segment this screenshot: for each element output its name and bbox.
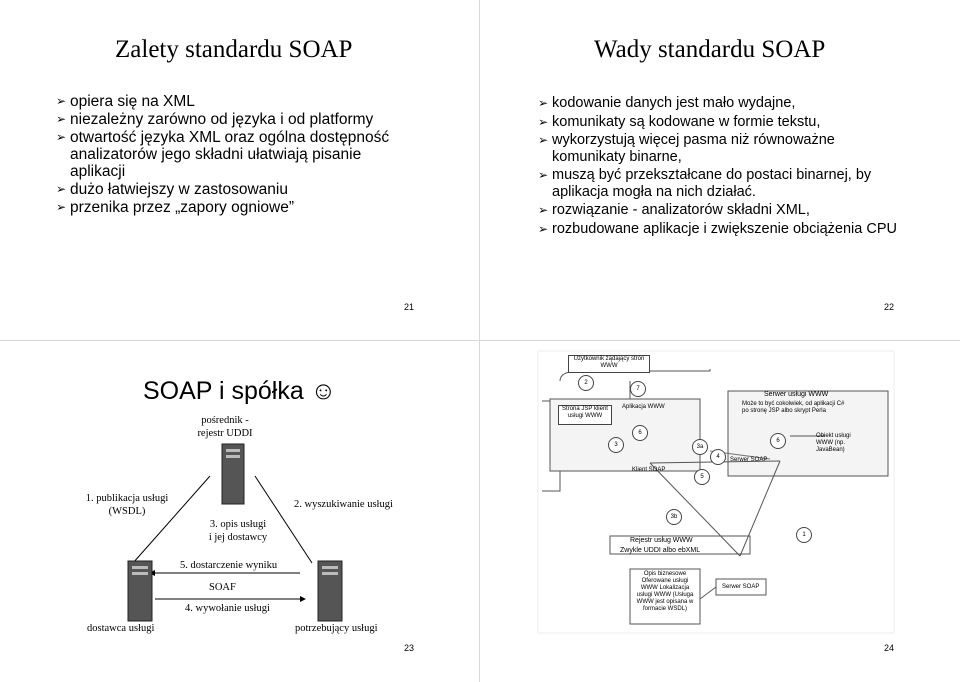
slide-title: Zalety standardu SOAP xyxy=(115,36,353,63)
server-icon xyxy=(127,560,153,622)
step-invoke-label: 4. wywołanie usługi xyxy=(185,603,270,614)
broker-label: pośrednik - rejestr UDDI xyxy=(197,415,253,439)
arrow-bullet-icon: ➢ xyxy=(56,130,67,144)
step-describe-label: 3. opis usługi i jej dostawcy xyxy=(208,519,268,543)
consumer-label: potrzebujący usługi xyxy=(295,623,378,634)
app-label: Aplikacja WWW xyxy=(622,404,665,410)
list-item: ➢kodowanie danych jest mało wydajne, xyxy=(538,95,796,111)
list-item: ➢wykorzystują więcej pasma niż równoważn… xyxy=(538,132,835,165)
slide-title: Wady standardu SOAP xyxy=(594,36,826,63)
slide-22: Wady standardu SOAP ➢kodowanie danych je… xyxy=(480,0,960,340)
soap-server-label: Serwer SOAP xyxy=(730,457,768,463)
slide-23: SOAP i spółka ☺ pośrednik - rejestr UDDI… xyxy=(0,341,479,682)
jsp-box: Strona JSP klient usługi WWW xyxy=(558,405,612,425)
arrow-bullet-icon: ➢ xyxy=(56,94,67,108)
server-icon xyxy=(317,560,343,622)
object-box: Obiekt usługi WWW (np. JavaBean) xyxy=(816,433,851,453)
soaf-label: SOAF xyxy=(209,582,236,593)
slide-title: SOAP i spółka ☺ xyxy=(143,377,337,405)
arrow-bullet-icon: ➢ xyxy=(538,221,549,236)
slide-24: Użytkownik żądający stron WWW Strona JSP… xyxy=(480,341,960,682)
page-number: 22 xyxy=(884,302,895,312)
page-number: 24 xyxy=(884,643,895,653)
registry-title: Rejestr usług WWW xyxy=(630,537,693,544)
arrow-bullet-icon: ➢ xyxy=(538,96,549,110)
step-marker: 2 xyxy=(578,375,594,391)
soap-client-label: Klient SOAP xyxy=(632,467,666,473)
registry-box xyxy=(629,568,701,625)
registry-soap-label: Serwer SOAP xyxy=(722,584,760,590)
slide-divider-horizontal xyxy=(0,340,960,341)
list-item: ➢muszą być przekształcane do postaci bin… xyxy=(538,167,872,200)
arrow-bullet-icon: ➢ xyxy=(56,112,67,126)
arrow-bullet-icon: ➢ xyxy=(56,200,67,214)
server-title: Serwer usługi WWW xyxy=(764,391,829,398)
step-publish-label: 1. publikacja usługi (WSDL) xyxy=(85,493,169,517)
server-icon xyxy=(221,443,245,505)
soa-triangle-diagram xyxy=(127,443,343,622)
arrow-bullet-icon: ➢ xyxy=(538,133,549,147)
web-service-architecture-diagram xyxy=(537,350,895,634)
soaf-box xyxy=(197,578,249,596)
arrow-bullet-icon: ➢ xyxy=(56,182,67,196)
page-number: 23 xyxy=(404,643,415,653)
arrowhead xyxy=(300,596,306,602)
page-number: 21 xyxy=(404,302,415,312)
arrow-bullet-icon: ➢ xyxy=(538,168,549,182)
list-item: ➢otwartość języka XML oraz ogólna dostęp… xyxy=(56,129,390,180)
list-item: ➢niezależny zarówno od języka i od platf… xyxy=(56,111,374,128)
provider-label: dostawca usługi xyxy=(87,623,155,634)
registry-subtitle: Zwykle UDDI albo ebXML xyxy=(620,547,701,554)
slide-divider-vertical xyxy=(479,0,480,682)
list-item: ➢opiera się na XML xyxy=(56,93,195,110)
step-marker: 6 xyxy=(770,433,786,449)
list-item: ➢rozbudowane aplikacje i zwiększenie obc… xyxy=(538,220,897,237)
publish-arrow xyxy=(132,475,211,564)
step-marker: 6 xyxy=(632,425,648,441)
list-item: ➢komunikaty są kodowane w formie tekstu, xyxy=(538,113,821,130)
bullet-list: ➢kodowanie danych jest mało wydajne, ➢ko… xyxy=(538,95,908,238)
server-note: Może to być cokolwiek, od aplikacji C# p… xyxy=(742,401,845,414)
step-marker: 4 xyxy=(710,449,726,465)
slide-21: Zalety standardu SOAP ➢opiera się na XML… xyxy=(0,0,479,340)
registry-panel xyxy=(609,535,751,555)
list-item: ➢przenika przez „zapory ogniowe” xyxy=(56,199,294,216)
step-marker: 7 xyxy=(630,381,646,397)
bullet-list: ➢opiera się na XML ➢niezależny zarówno o… xyxy=(56,93,416,217)
find-arrow xyxy=(254,475,313,564)
step-result-label: 5. dostarczenie wyniku xyxy=(180,560,278,571)
step-find-label: 2. wyszukiwanie usługi xyxy=(294,499,393,510)
step-marker: 5 xyxy=(694,469,710,485)
step-marker: 3b xyxy=(666,509,682,525)
arrow-bullet-icon: ➢ xyxy=(538,114,549,129)
step-marker: 3a xyxy=(692,439,708,455)
step-marker: 3 xyxy=(608,437,624,453)
step-marker: 1 xyxy=(796,527,812,543)
arrow-bullet-icon: ➢ xyxy=(538,203,549,217)
user-box: Użytkownik żądający stron WWW xyxy=(568,355,650,373)
registry-items: Opis biznesowe Oferowane usługi WWW Loka… xyxy=(636,571,694,612)
list-item: ➢dużo łatwiejszy w zastosowaniu xyxy=(56,181,288,198)
list-item: ➢rozwiązanie - analizatorów składni XML, xyxy=(538,202,810,218)
